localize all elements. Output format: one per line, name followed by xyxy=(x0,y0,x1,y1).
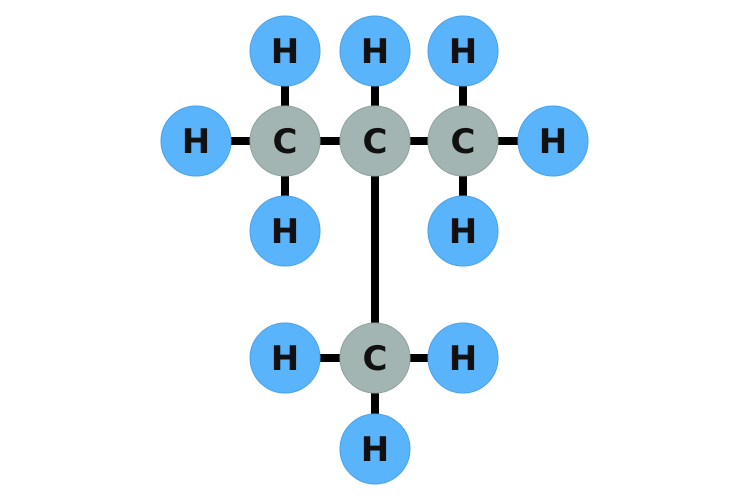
hydrogen-atom-h6: H xyxy=(249,195,321,267)
atom-label: H xyxy=(271,339,299,379)
atom-label: H xyxy=(361,430,389,470)
atom-label: H xyxy=(539,122,567,162)
carbon-atom-c4: C xyxy=(339,322,411,394)
atom-label: H xyxy=(449,32,477,72)
atoms: C C C C H H H H H H H H H H xyxy=(160,15,589,485)
atom-circle xyxy=(249,322,321,394)
atom-label: C xyxy=(363,122,388,162)
hydrogen-atom-h7: H xyxy=(427,195,499,267)
atom-label: C xyxy=(451,122,476,162)
hydrogen-atom-h2: H xyxy=(339,15,411,87)
atom-label: H xyxy=(271,212,299,252)
atom-label: C xyxy=(363,339,388,379)
carbon-atom-c1: C xyxy=(249,105,321,177)
hydrogen-atom-h4: H xyxy=(160,105,232,177)
atom-circle xyxy=(339,15,411,87)
hydrogen-atom-h10: H xyxy=(339,413,411,485)
hydrogen-atom-h1: H xyxy=(249,15,321,87)
atom-label: H xyxy=(361,32,389,72)
atom-circle xyxy=(249,195,321,267)
atom-label: H xyxy=(449,339,477,379)
atom-label: H xyxy=(271,32,299,72)
hydrogen-atom-h8: H xyxy=(249,322,321,394)
atom-circle xyxy=(427,15,499,87)
atom-circle xyxy=(339,413,411,485)
atom-circle xyxy=(249,15,321,87)
carbon-atom-c2: C xyxy=(339,105,411,177)
atom-circle xyxy=(427,105,499,177)
atom-circle xyxy=(427,322,499,394)
atom-circle xyxy=(339,105,411,177)
atom-circle xyxy=(427,195,499,267)
atom-circle xyxy=(160,105,232,177)
atom-circle xyxy=(517,105,589,177)
atom-label: H xyxy=(449,212,477,252)
atom-circle xyxy=(249,105,321,177)
hydrogen-atom-h5: H xyxy=(517,105,589,177)
carbon-atom-c3: C xyxy=(427,105,499,177)
hydrogen-atom-h3: H xyxy=(427,15,499,87)
hydrogen-atom-h9: H xyxy=(427,322,499,394)
atom-circle xyxy=(339,322,411,394)
atom-label: C xyxy=(273,122,298,162)
atom-label: H xyxy=(182,122,210,162)
